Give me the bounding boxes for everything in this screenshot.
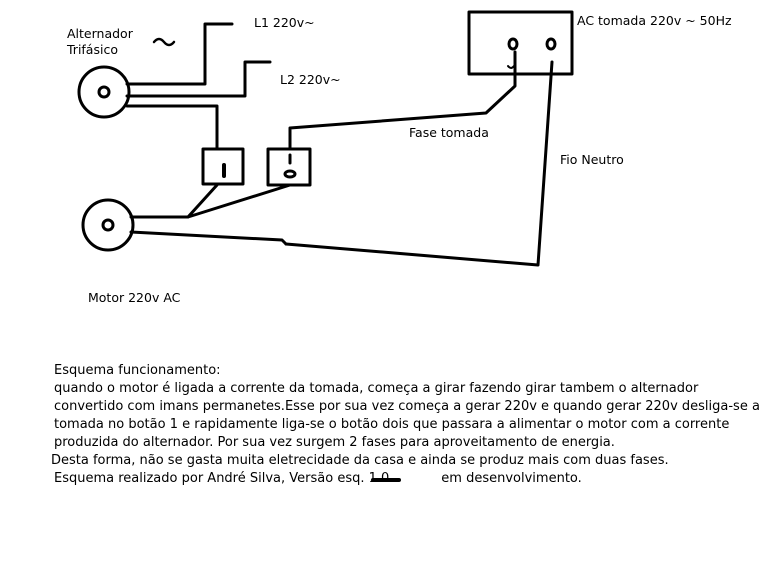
ac-outlet — [467, 10, 574, 76]
signature-status: em desenvolvimento. — [441, 471, 582, 486]
alternator — [77, 65, 131, 119]
description-title: Esquema funcionamento: — [54, 363, 221, 378]
description-line: produzida do alternador. Por sua vez sur… — [54, 435, 615, 450]
l2-label: L2 220v~ — [280, 72, 341, 87]
alternator-wires — [125, 22, 272, 150]
description-line: Desta forma, não se gasta muita eletreci… — [51, 453, 669, 468]
alternator-label: Alternador — [67, 26, 133, 41]
description-block: Esquema funcionamento: quando o motor é … — [51, 362, 760, 488]
description-signature: Esquema realizado por André Silva, Versã… — [54, 470, 760, 488]
description-line: tomada no botão 1 e rapidamente liga-se … — [54, 417, 730, 432]
motor-wires — [129, 60, 554, 267]
tilde-symbol — [152, 37, 176, 47]
description-line: convertido com imans permanetes.Esse por… — [54, 399, 760, 414]
l1-label: L1 220v~ — [254, 15, 315, 30]
description-line: quando o motor é ligada a corrente da to… — [54, 381, 699, 396]
ac-outlet-label: AC tomada 220v ~ 50Hz — [577, 13, 732, 28]
motor-label: Motor 220v AC — [88, 290, 181, 305]
fio-neutro-label: Fio Neutro — [560, 152, 624, 167]
alternator-type-label: Trifásico — [67, 42, 118, 57]
fase-tomada-label: Fase tomada — [409, 125, 489, 140]
switch-1 — [201, 147, 245, 186]
motor — [81, 198, 135, 252]
signature-text: Esquema realizado por André Silva, Versã… — [54, 471, 390, 486]
switch-2 — [266, 147, 312, 187]
